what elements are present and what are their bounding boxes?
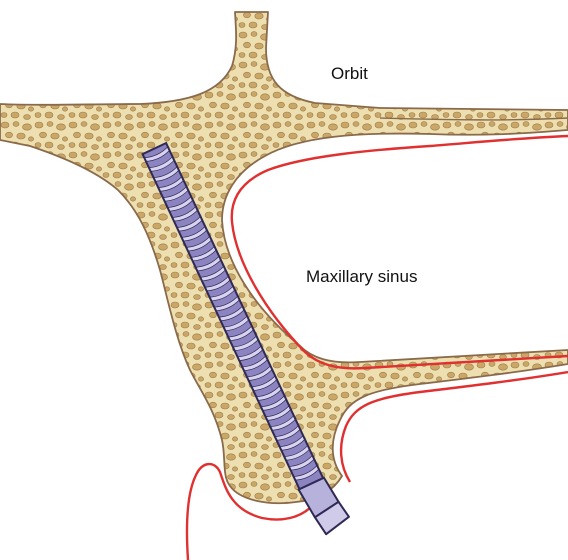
orbit-label: Orbit [331, 64, 368, 84]
maxillary-sinus-label: Maxillary sinus [306, 267, 417, 287]
